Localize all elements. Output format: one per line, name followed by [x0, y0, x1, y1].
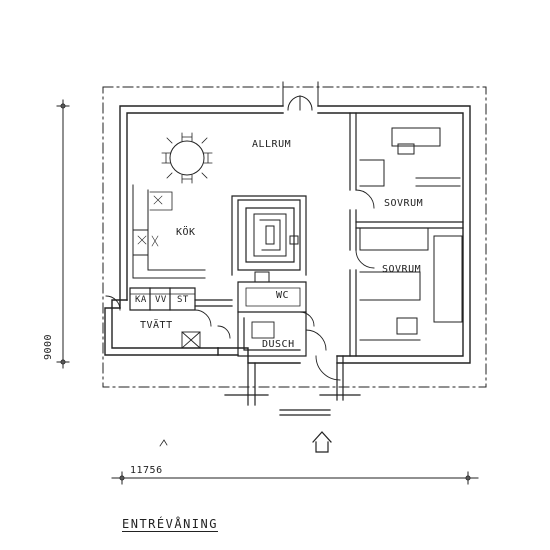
- dimension-depth-label: 9000: [43, 333, 54, 360]
- room-label-ka: KA: [135, 295, 147, 305]
- tvatt-fixtures: [181, 321, 275, 349]
- dining-table: [161, 132, 213, 184]
- plan-title: ENTRÉVÅNING: [122, 517, 218, 531]
- room-label-allrum: ALLRUM: [252, 139, 292, 150]
- sovrum-1-furniture: [359, 127, 461, 187]
- room-label-st: ST: [177, 295, 189, 305]
- sovrum-2-beds: [359, 227, 463, 341]
- chimney-detail: [253, 213, 299, 283]
- dimension-width: [111, 471, 479, 485]
- outer-dashed-boundary: [102, 86, 487, 388]
- top-entrance-doors: [282, 81, 319, 111]
- room-label-sovrum-2: SOVRUM: [382, 264, 422, 275]
- interior-doors: [105, 189, 375, 381]
- room-label-wc: WC: [276, 290, 290, 301]
- interior-walls: [129, 112, 464, 416]
- dimension-width-label: 11756: [130, 465, 163, 476]
- dimension-depth: [56, 99, 70, 369]
- corner-mark: [159, 439, 168, 447]
- room-label-dusch: DUSCH: [262, 339, 295, 350]
- entry-arrow: [312, 431, 332, 453]
- kitchen-counters: [132, 184, 206, 279]
- room-label-sovrum-1: SOVRUM: [384, 198, 424, 209]
- room-label-tvatt: TVÄTT: [140, 320, 173, 331]
- room-label-kok: KÖK: [176, 227, 196, 238]
- room-label-vv: VV: [155, 295, 167, 305]
